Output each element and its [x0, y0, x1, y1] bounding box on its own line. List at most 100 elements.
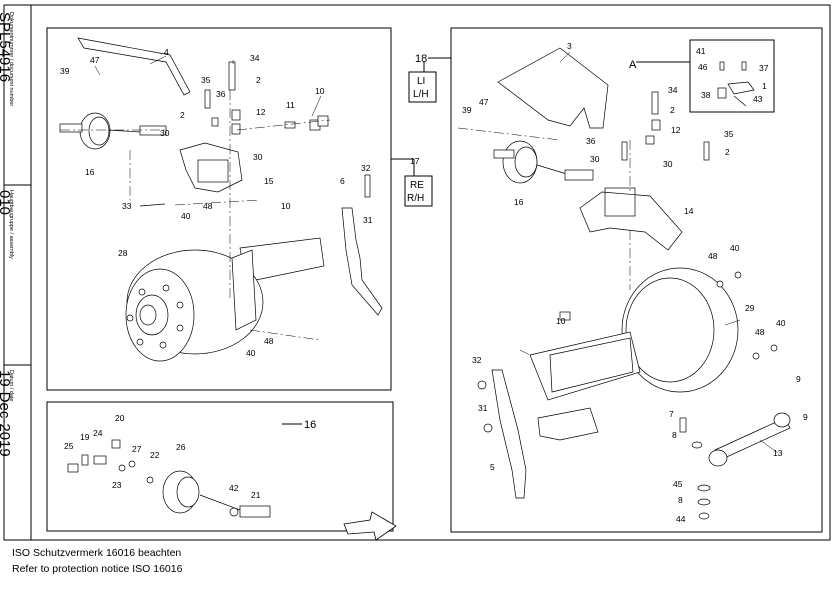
part-number-label: 48 — [264, 336, 274, 346]
callout-17-side: RE — [410, 180, 424, 191]
part-number-label: 32 — [472, 355, 482, 365]
part-number-label: 11 — [286, 100, 295, 110]
left-assembly — [59, 37, 383, 362]
part-number-label: 30 — [590, 154, 600, 164]
part-number-label: 21 — [251, 490, 261, 500]
part-number-label: 36 — [216, 89, 226, 99]
part-number-label: 7 — [669, 409, 674, 419]
part-number-label: 48 — [203, 201, 213, 211]
part-number-label: 40 — [181, 211, 191, 221]
part-number-label: 3 — [567, 41, 572, 51]
part-number-label: 40 — [776, 318, 786, 328]
part-number-label: 30 — [253, 152, 263, 162]
part-number-label: 39 — [60, 66, 70, 76]
doc-number: SPL54916 — [0, 12, 13, 82]
part-number-label: 30 — [160, 128, 170, 138]
inset-frame — [46, 401, 394, 532]
part-number-label: 16 — [85, 167, 95, 177]
part-number-label: 43 — [753, 94, 763, 104]
part-number-label: 2 — [256, 75, 261, 85]
inset-part-numbers: 20 19 24 25 27 22 26 23 42 21 — [64, 413, 261, 500]
part-number-label: 5 — [490, 462, 495, 472]
part-number-label: 34 — [250, 53, 260, 63]
part-number-label: 8 — [678, 495, 683, 505]
part-number-label: 23 — [112, 480, 122, 490]
detail-a-frame — [689, 39, 775, 113]
part-number-label: 34 — [668, 85, 678, 95]
right-assembly — [477, 47, 791, 520]
part-number-label: 12 — [671, 125, 681, 135]
part-number-label: 41 — [696, 46, 706, 56]
callout-17-box — [404, 175, 433, 207]
part-number-label: 15 — [264, 176, 274, 186]
assembly-number: 010 — [0, 190, 13, 215]
part-number-label: 29 — [745, 303, 755, 313]
part-number-label: 16 — [514, 197, 524, 207]
left-view-frame — [46, 27, 392, 391]
part-number-label: 36 — [586, 136, 596, 146]
callout-18-box — [408, 71, 437, 103]
inset-assembly — [67, 439, 271, 518]
left-part-numbers: 4 47 39 34 35 2 36 10 11 12 2 16 30 30 1… — [60, 47, 373, 358]
part-number-label: 27 — [132, 444, 142, 454]
part-number-label: 28 — [118, 248, 128, 258]
part-number-label: 2 — [670, 105, 675, 115]
part-number-label: 30 — [663, 159, 673, 169]
callout-18-label: 18 — [415, 53, 427, 65]
part-number-label: 35 — [201, 75, 211, 85]
detail-a-label: A — [629, 59, 637, 71]
callout-17-label: 17 — [410, 156, 420, 166]
right-view-frame — [450, 27, 823, 533]
part-number-label: 48 — [708, 251, 718, 261]
part-number-label: 33 — [122, 201, 132, 211]
inset-16-label: 16 — [304, 419, 316, 431]
outer-border — [3, 4, 831, 541]
part-number-label: 48 — [755, 327, 765, 337]
part-number-label: 47 — [479, 97, 489, 107]
part-number-label: 22 — [150, 450, 160, 460]
part-number-label: 46 — [698, 62, 708, 72]
part-number-label: 25 — [64, 441, 74, 451]
part-number-label: 26 — [176, 442, 186, 452]
protection-notice-de: ISO Schutzvermerk 16016 beachten — [12, 547, 182, 559]
date-label: Datum / date — [8, 370, 14, 402]
assembly-label: Hauptbaugruppe / assembly — [8, 190, 14, 259]
part-number-label: 12 — [256, 107, 266, 117]
part-number-label: 44 — [676, 514, 686, 524]
part-number-label: 32 — [361, 163, 371, 173]
part-number-label: 4 — [164, 47, 169, 57]
part-number-label: 20 — [115, 413, 125, 423]
part-number-label: 1 — [762, 81, 767, 91]
part-number-label: 35 — [724, 129, 734, 139]
part-number-label: 40 — [246, 348, 256, 358]
part-number-label: 37 — [759, 63, 769, 73]
part-number-label: 9 — [803, 412, 808, 422]
part-number-label: 14 — [684, 206, 694, 216]
callout-17-side-en: R/H — [407, 193, 424, 204]
part-number-label: 31 — [363, 215, 373, 225]
doc-number-label: Dokumentnummer / document number — [8, 12, 14, 106]
date-value: 19-Dec-2019 — [0, 370, 13, 457]
part-number-label: 10 — [281, 201, 291, 211]
part-number-label: 19 — [80, 432, 90, 442]
part-number-label: 31 — [478, 403, 488, 413]
part-number-label: 47 — [90, 55, 100, 65]
part-number-label: 42 — [229, 483, 239, 493]
part-number-label: 24 — [93, 428, 103, 438]
right-part-numbers: 3 39 47 34 2 36 12 35 2 30 30 16 14 40 4… — [462, 41, 808, 524]
direction-arrow-icon — [343, 511, 397, 541]
part-number-label: 6 — [340, 176, 345, 186]
part-number-label: 10 — [315, 86, 325, 96]
part-number-label: 2 — [725, 147, 730, 157]
part-number-label: 40 — [730, 243, 740, 253]
part-number-label: 9 — [796, 374, 801, 384]
part-number-label: 38 — [701, 90, 711, 100]
part-number-label: 45 — [673, 479, 683, 489]
detail-a-part-numbers: 41 46 37 1 38 43 — [696, 46, 769, 104]
part-number-label: 39 — [462, 105, 472, 115]
part-number-label: 2 — [180, 110, 185, 120]
callout-18-side-en: L/H — [413, 89, 429, 100]
part-number-label: 8 — [672, 430, 677, 440]
protection-notice-en: Refer to protection notice ISO 16016 — [12, 563, 183, 575]
